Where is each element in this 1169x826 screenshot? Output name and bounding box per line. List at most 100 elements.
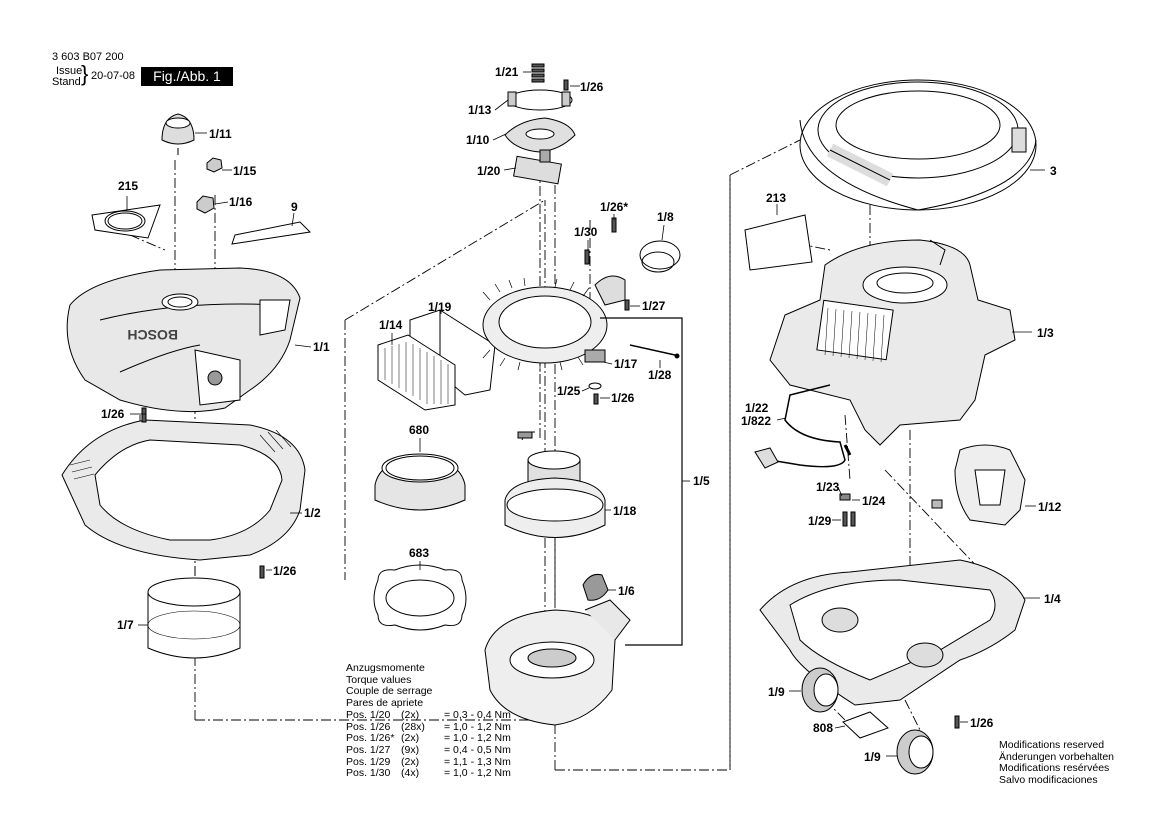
label-1-23: 1/23	[816, 480, 840, 494]
label-1-15: 1/15	[233, 164, 257, 178]
label-1-3: 1/3	[1037, 326, 1054, 340]
part-9-strip	[231, 221, 312, 245]
issue-label: Issue	[56, 65, 83, 77]
modifications-fr: Modifications resérvées	[999, 762, 1110, 775]
label-1-26-center: 1/26	[611, 391, 635, 405]
label-808: 808	[813, 721, 834, 735]
label-1-20: 1/20	[477, 164, 501, 178]
label-1-5: 1/5	[693, 474, 710, 488]
label-1-12: 1/12	[1038, 500, 1062, 514]
part-1-16-nut	[196, 195, 215, 214]
label-1-822: 1/822	[741, 414, 772, 428]
label-1-26-left: 1/26	[101, 407, 125, 421]
label-1-21: 1/21	[495, 65, 519, 79]
label-1-13: 1/13	[468, 103, 492, 117]
part-1-12-switch	[931, 444, 1026, 526]
part-1-4-base	[759, 559, 1026, 706]
part-680-filter	[374, 453, 466, 511]
label-1-29: 1/29	[808, 514, 832, 528]
part-1-7-sleeve	[147, 577, 241, 659]
label-1-26-right: 1/26	[970, 716, 994, 730]
torque-row: Pos. 1/29(2x)= 1,1 - 1,3 Nm	[346, 755, 511, 768]
part-1-10-plate	[504, 117, 576, 153]
part-1-9-wheel-b	[896, 729, 934, 775]
label-1-27: 1/27	[642, 299, 666, 313]
part-1-18-motor	[504, 431, 606, 538]
part-1-21-spring	[531, 63, 545, 83]
bosch-logo: BOSCH	[127, 327, 178, 343]
assembly-1-5-bracket	[600, 317, 683, 646]
label-213: 213	[766, 191, 787, 205]
part-3-hose	[799, 79, 1037, 211]
label-680: 680	[409, 423, 430, 437]
part-1-6-grid	[582, 574, 609, 601]
torque-heading-fr: Couple de serrage	[346, 685, 433, 698]
part-1-11-knob	[161, 113, 195, 155]
part-1-2-frame	[61, 419, 306, 561]
label-1-4: 1/4	[1044, 592, 1061, 606]
torque-heading-de: Anzugsmomente	[346, 662, 425, 674]
part-1-22-cable	[754, 384, 852, 469]
part-1-14-grille	[377, 334, 456, 411]
part-1-13-cage	[507, 89, 573, 111]
brace: }	[81, 61, 89, 86]
part-1-15-nut	[206, 157, 223, 173]
label-1-1: 1/1	[313, 340, 330, 354]
label-1-9-upper: 1/9	[768, 685, 785, 699]
label-1-22: 1/22	[745, 401, 769, 415]
modifications-note: Modifications reserved Änderungen vorbeh…	[999, 739, 1115, 787]
label-1-26-lower: 1/26	[273, 564, 297, 578]
label-1-9-lower: 1/9	[864, 750, 881, 764]
part-motor-housing	[482, 275, 626, 372]
stand-label: Stand	[52, 76, 81, 88]
modifications-es: Salvo modificaciones	[999, 774, 1098, 787]
label-1-17: 1/17	[614, 357, 638, 371]
torque-heading-es: Pares de apriete	[346, 697, 424, 710]
part-213-label	[744, 214, 813, 271]
label-1-28: 1/28	[648, 368, 672, 382]
label-1-11: 1/11	[209, 127, 232, 141]
part-fan-housing	[484, 599, 631, 726]
issue-date: 20-07-08	[91, 70, 136, 82]
part-1-20-switch	[513, 149, 562, 185]
label-1-2: 1/2	[304, 506, 321, 520]
torque-row: Pos. 1/20(2x)= 0,3 - 0,4 Nm	[346, 708, 511, 721]
label-1-8: 1/8	[657, 210, 674, 224]
leader-lines	[126, 71, 1045, 757]
part-1-1-lid: BOSCH	[66, 267, 301, 413]
screws	[141, 79, 960, 729]
part-1-24-clamp	[839, 493, 851, 501]
label-1-26: 1/26	[580, 80, 604, 94]
part-number: 3 603 B07 200	[52, 51, 124, 63]
part-808-label	[842, 711, 889, 739]
modifications-en: Modifications reserved	[999, 739, 1105, 751]
part-1-3-body	[769, 239, 1016, 446]
label-1-10: 1/10	[466, 133, 490, 147]
torque-row: Pos. 1/26(28x)= 1,0 - 1,2 Nm	[346, 720, 511, 733]
part-1-8-collar	[639, 240, 681, 273]
label-1-24: 1/24	[862, 494, 886, 508]
label-1-14: 1/14	[379, 318, 403, 332]
label-1-7: 1/7	[117, 618, 134, 632]
label-1-25: 1/25	[557, 384, 581, 398]
torque-row: Pos. 1/30(4x)= 1,0 - 1,2 Nm	[346, 767, 511, 780]
label-1-19: 1/19	[428, 300, 452, 314]
part-1-9-wheel-a	[801, 667, 839, 713]
label-9: 9	[291, 200, 298, 214]
label-1-18: 1/18	[613, 504, 637, 518]
label-1-16: 1/16	[229, 195, 253, 209]
torque-heading-en: Torque values	[346, 673, 412, 686]
label-215: 215	[118, 179, 139, 193]
torque-table: Anzugsmomente Torque values Couple de se…	[346, 662, 511, 780]
part-683-gasket	[373, 564, 467, 631]
label-1-30: 1/30	[574, 225, 598, 239]
label-3: 3	[1050, 164, 1057, 178]
label-1-6: 1/6	[618, 584, 635, 598]
figure-badge: Fig./Abb. 1	[141, 67, 233, 86]
label-683: 683	[409, 546, 430, 560]
part-215-sheet	[91, 204, 161, 239]
torque-row: Pos. 1/27(9x)= 0,4 - 0,5 Nm	[346, 743, 511, 756]
label-1-26-star: 1/26*	[600, 200, 629, 214]
modifications-de: Änderungen vorbehalten	[999, 750, 1115, 763]
